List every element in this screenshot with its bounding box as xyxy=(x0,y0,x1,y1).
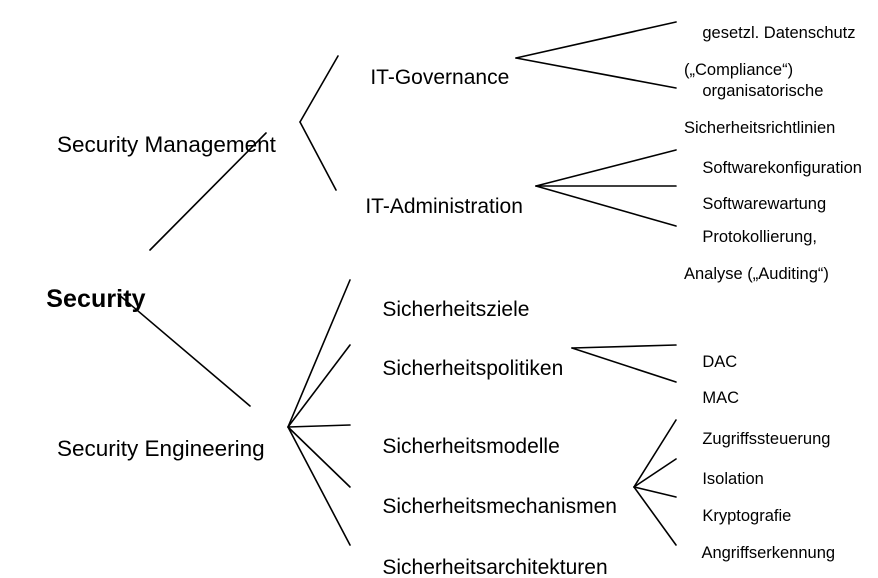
node-kryptografie-label: Kryptografie xyxy=(702,507,792,526)
node-organisatorische-sicherheitsrichtlinien-label-line1: organisatorische xyxy=(702,82,824,101)
node-softwarewartung-label: Softwarewartung xyxy=(702,195,827,214)
node-gesetzl-datenschutz-label-line2: („Compliance“) xyxy=(684,61,794,80)
edge-governance-to-richtlinien xyxy=(515,57,677,89)
node-softwarekonfiguration: Softwarekonfiguration xyxy=(684,141,862,196)
edge-mechanismen-to-zugriffssteuerung xyxy=(633,419,677,488)
node-security-engineering: Security Engineering xyxy=(32,411,265,487)
node-softwarewartung: Softwarewartung xyxy=(684,177,826,232)
node-angriffserkennung: Angriffserkennung (Intrusion Detection) xyxy=(684,526,835,578)
node-kryptografie: Kryptografie xyxy=(684,489,791,544)
node-organisatorische-sicherheitsrichtlinien-label-line2: Sicherheitsrichtlinien xyxy=(684,119,836,138)
node-sicherheitsziele: Sicherheitsziele xyxy=(359,274,529,345)
edge-governance-to-datenschutz xyxy=(515,21,677,59)
edge-engineering-to-modelle xyxy=(287,424,351,428)
node-isolation-label: Isolation xyxy=(702,470,764,489)
node-security-root: Security xyxy=(18,257,146,341)
node-it-governance: IT-Governance xyxy=(347,42,509,113)
node-security-management-label: Security Management xyxy=(57,132,276,158)
node-it-administration: IT-Administration xyxy=(342,171,523,242)
node-security-root-label: Security xyxy=(46,285,146,313)
node-sicherheitsmodelle-label: Sicherheitsmodelle xyxy=(382,434,560,458)
edge-mechanismen-to-angriffserkennung xyxy=(633,486,677,546)
edge-mechanismen-to-kryptografie xyxy=(633,486,677,498)
node-gesetzl-datenschutz: gesetzl. Datenschutz („Compliance“) xyxy=(684,6,856,117)
node-it-administration-label: IT-Administration xyxy=(365,194,523,218)
node-sicherheitspolitiken: Sicherheitspolitiken xyxy=(359,333,563,404)
node-protokollierung-analyse: Protokollierung, Analyse („Auditing“) xyxy=(684,210,829,321)
edge-administration-to-konfiguration xyxy=(535,149,677,187)
node-it-governance-label: IT-Governance xyxy=(370,65,510,89)
edge-engineering-to-politiken xyxy=(287,344,351,428)
node-softwarekonfiguration-label: Softwarekonfiguration xyxy=(702,159,862,178)
node-angriffserkennung-label-line1: Angriffserkennung xyxy=(701,544,836,563)
edge-administration-to-protokollierung xyxy=(535,185,677,227)
node-sicherheitsarchitekturen: Sicherheitsarchitekturen xyxy=(359,532,608,578)
node-sicherheitsmechanismen-label: Sicherheitsmechanismen xyxy=(382,494,617,518)
node-protokollierung-analyse-label-line2: Analyse („Auditing“) xyxy=(684,265,829,284)
node-sicherheitsmechanismen: Sicherheitsmechanismen xyxy=(359,471,617,542)
node-protokollierung-analyse-label-line1: Protokollierung, xyxy=(702,228,817,247)
node-zugriffssteuerung-label: Zugriffssteuerung xyxy=(702,430,831,449)
node-organisatorische-sicherheitsrichtlinien: organisatorische Sicherheitsrichtlinien xyxy=(684,64,835,175)
node-sicherheitspolitiken-label: Sicherheitspolitiken xyxy=(382,356,564,380)
edge-engineering-to-mechanismen xyxy=(287,426,351,488)
node-isolation: Isolation xyxy=(684,452,764,507)
node-dac: DAC xyxy=(684,335,737,390)
node-security-management: Security Management xyxy=(32,107,276,183)
edge-engineering-to-ziele xyxy=(287,279,351,428)
node-security-engineering-label: Security Engineering xyxy=(57,436,265,462)
node-mac-label: MAC xyxy=(702,389,740,408)
node-dac-label: DAC xyxy=(702,353,738,372)
edge-engineering-to-architekturen xyxy=(287,426,351,546)
node-mac: MAC xyxy=(684,371,739,426)
node-zugriffssteuerung: Zugriffssteuerung xyxy=(684,412,830,467)
edge-management-to-administration xyxy=(299,121,337,191)
node-sicherheitsarchitekturen-label: Sicherheitsarchitekturen xyxy=(382,555,608,578)
node-sicherheitsmodelle: Sicherheitsmodelle xyxy=(359,411,560,482)
node-sicherheitsziele-label: Sicherheitsziele xyxy=(382,297,530,321)
edge-management-to-governance xyxy=(299,55,339,123)
edge-mechanismen-to-isolation xyxy=(633,458,677,488)
edge-politiken-to-dac xyxy=(571,344,677,349)
edge-politiken-to-mac xyxy=(571,347,677,383)
node-gesetzl-datenschutz-label-line1: gesetzl. Datenschutz xyxy=(702,24,856,43)
